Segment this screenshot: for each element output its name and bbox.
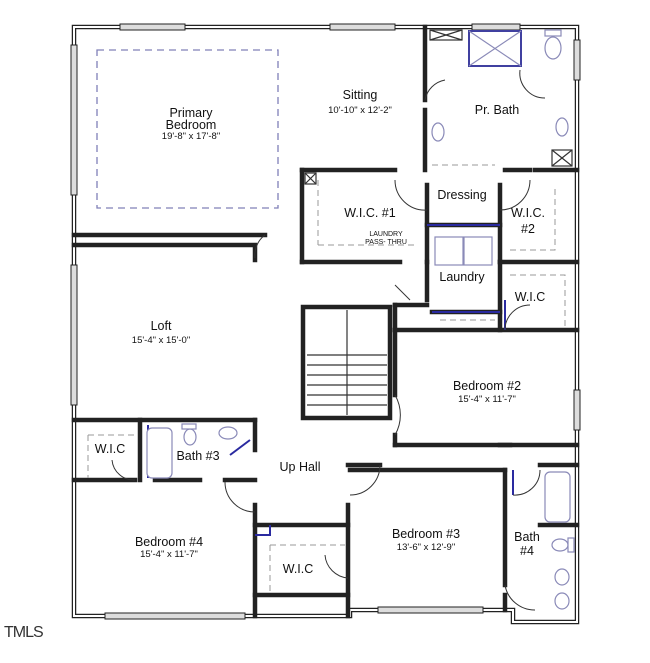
label-wic-1: W.I.C. #1 (344, 206, 395, 220)
label-primary-bedroom-1: Primary (169, 106, 213, 120)
stair-treads (307, 310, 387, 415)
label-wic-bed3: W.I.C (283, 562, 314, 576)
label-bedroom-2: Bedroom #2 (453, 379, 521, 393)
sink (554, 592, 570, 610)
windows (70, 23, 581, 620)
toilet (551, 538, 569, 552)
dims-bedroom-2: 15'-4" x 11'-7" (458, 394, 516, 405)
label-wic-2-line2: #2 (521, 222, 535, 236)
toilet (544, 36, 562, 60)
label-wic-bed2: W.I.C (515, 290, 546, 304)
label-laundry-pass-thru-2: PASS- THRU (365, 239, 407, 246)
tray-ceiling-outline (96, 49, 279, 209)
door-swings (111, 69, 546, 611)
shelving (87, 164, 566, 592)
watermark: TMLS (4, 624, 44, 641)
label-bath-3: Bath #3 (176, 449, 219, 463)
fixtures (146, 29, 575, 610)
label-primary-bedroom-2: Bedroom (166, 118, 217, 132)
dims-bedroom-4: 15'-4" x 11'-7" (140, 549, 198, 560)
label-wic-2-line1: W.I.C. (511, 206, 545, 220)
label-primary-bath: Pr. Bath (475, 103, 520, 117)
label-laundry: Laundry (439, 270, 485, 284)
label-bedroom-3: Bedroom #3 (392, 527, 460, 541)
room-labels: Primary Bedroom 19'-8" x 17'-8" Sitting … (95, 88, 546, 576)
label-up-hall: Up Hall (280, 460, 321, 474)
dims-loft: 15'-4" x 15'-0" (132, 335, 190, 346)
sink (554, 568, 570, 586)
label-bath-4-line2: #4 (520, 544, 534, 558)
label-bedroom-4: Bedroom #4 (135, 535, 203, 549)
sink (218, 426, 238, 440)
sink (555, 117, 569, 137)
label-sitting: Sitting (343, 88, 378, 102)
label-loft: Loft (151, 319, 172, 333)
interior-walls (71, 24, 580, 619)
bathtub (544, 471, 571, 523)
bathtub (146, 427, 173, 479)
dims-primary-bedroom: 19'-8" x 17'-8" (162, 131, 220, 142)
toilet (183, 428, 197, 446)
dims-sitting: 10'-10" x 12'-2" (328, 105, 392, 116)
sink (431, 122, 445, 142)
label-wic-bed4: W.I.C (95, 442, 126, 456)
label-dressing: Dressing (437, 188, 486, 202)
label-bath-4-line1: Bath (514, 530, 540, 544)
dims-bedroom-3: 13'-6" x 12'-9" (397, 542, 455, 553)
label-laundry-pass-thru-1: LAUNDRY (369, 231, 403, 238)
